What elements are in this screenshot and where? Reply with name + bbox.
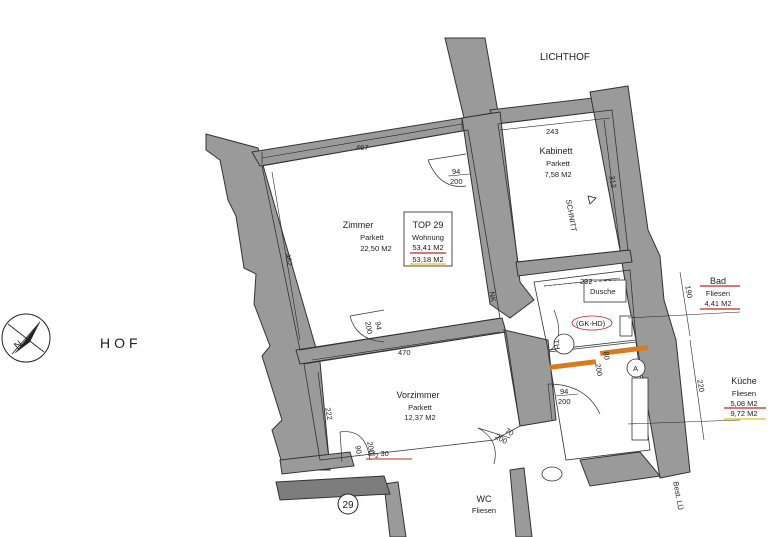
- wall-bottom-left: [279, 451, 355, 475]
- dusche-label: Dusche: [590, 287, 615, 296]
- dim-kueche-height: 220: [695, 379, 706, 393]
- compass: N: [1, 313, 51, 363]
- dim-bad-width: 232: [580, 277, 593, 286]
- door-vorzimmer-kitchen: [547, 383, 601, 415]
- wall-wc-left: [383, 481, 407, 537]
- vorzimmer-floor: Parkett: [408, 403, 433, 412]
- door-wc: [477, 427, 496, 465]
- kabinett-floor: Parkett: [546, 159, 571, 168]
- schnitt-marker-icon: [587, 195, 597, 205]
- dim-door-94-c: 94: [560, 387, 568, 396]
- zimmer-floor: Parkett: [360, 233, 385, 242]
- ei-subscript: 2: [375, 454, 379, 460]
- apartment-type: Wohnung: [412, 233, 444, 242]
- vorzimmer-area: 12,37 M2: [404, 413, 435, 422]
- unit-number: 29: [342, 500, 354, 511]
- dim-door-94-b: 94: [373, 321, 383, 331]
- walls: [205, 37, 691, 537]
- dim-vorzimmer-width: 470: [398, 348, 411, 357]
- orange-threshold-right: [599, 345, 649, 356]
- dim-door-94-a: 94: [452, 167, 460, 176]
- ei-suffix: 30: [380, 449, 388, 458]
- zimmer-area: 22,50 M2: [360, 244, 391, 253]
- dim-door-200-a: 200: [450, 177, 463, 186]
- dim-bad-height: 190: [683, 285, 694, 299]
- wall-zimmer-bottom: [295, 317, 507, 365]
- dim-kabinett-height: 312: [607, 175, 618, 189]
- wall-vorzimmer-right: [503, 329, 557, 427]
- labels: HOF LICHTHOF Zimmer Parkett 22,50 M2 TOP…: [100, 52, 766, 515]
- th-label: TH: [551, 339, 562, 350]
- wall-north-block: [444, 37, 499, 119]
- gk-hd-label: (GK-HD): [576, 319, 606, 328]
- zimmer-outline: [261, 129, 501, 351]
- wall-bottom-right: [579, 451, 661, 487]
- appliance-a: [626, 358, 646, 378]
- wc-name: WC: [477, 494, 492, 504]
- kabinett-name: Kabinett: [539, 146, 573, 156]
- wc-floor: Fliesen: [472, 506, 496, 515]
- vorzimmer-name: Vorzimmer: [396, 390, 439, 400]
- dim-vorzimmer-height: 222: [323, 407, 334, 421]
- bad-floor: Fliesen: [706, 289, 730, 298]
- outer-wall-right: [589, 85, 691, 479]
- outer-wall-left: [205, 133, 331, 471]
- wall-central: [461, 111, 535, 319]
- kueche-area1: 5,08 M2: [730, 399, 757, 408]
- apartment-area1: 53,41 M2: [412, 243, 443, 252]
- zimmer-name: Zimmer: [343, 220, 374, 230]
- apartment-name: TOP 29: [413, 220, 444, 230]
- dimension-lines: [261, 117, 705, 453]
- unit-number-circle: [337, 493, 359, 515]
- dim-door-200-f: 200: [593, 363, 604, 377]
- kabinett-area: 7,58 M2: [544, 170, 571, 179]
- kueche-area2: 9,72 M2: [730, 409, 757, 418]
- toilet: [541, 466, 563, 482]
- room-outlines: [261, 109, 651, 461]
- door-entrance: [339, 431, 371, 461]
- kueche-floor: Fliesen: [732, 389, 756, 398]
- vorzimmer-outline: [303, 331, 521, 461]
- fixtures: [541, 279, 649, 482]
- a-label: A: [633, 364, 638, 373]
- bestand-label: Best. LÜ: [671, 481, 685, 511]
- doors: [339, 153, 601, 465]
- dim-door-70: 70: [504, 426, 516, 438]
- orange-threshold-left: [549, 359, 597, 370]
- lightwell-label: LICHTHOF: [540, 52, 590, 63]
- apartment-area2: 53,18 M2: [412, 255, 443, 264]
- schnitt-label: SCHNITT: [564, 199, 579, 233]
- shower: [583, 279, 627, 303]
- dim-door-90: 90: [353, 445, 363, 455]
- kitchen-outline: [547, 341, 651, 461]
- kabinett-outline: [497, 109, 629, 263]
- leader-lines: [627, 311, 741, 425]
- wall-bottom-strip: [275, 475, 391, 501]
- kueche-name: Küche: [731, 376, 757, 386]
- kitchen-counter: [631, 377, 649, 441]
- door-zimmer-vorzimmer: [349, 315, 385, 343]
- water-heater: [553, 333, 575, 355]
- dim-kabinett-width: 243: [546, 127, 559, 136]
- apartment-box: [403, 211, 453, 267]
- dim-zimmer-height: 462: [283, 253, 294, 267]
- dim-door-200-c: 200: [558, 397, 571, 406]
- door-zimmer-kabinett: [427, 159, 467, 187]
- dim-door-80: 80: [601, 351, 611, 361]
- bad-outline: [533, 269, 637, 351]
- bad-name: Bad: [710, 276, 726, 286]
- sink-bad: [619, 315, 633, 337]
- courtyard-label: HOF: [100, 335, 142, 351]
- wall-wc-right: [509, 467, 533, 537]
- ei-prefix: EI: [368, 449, 375, 458]
- dim-zimmer-width: 467: [356, 143, 369, 152]
- bad-area: 4,41 M2: [704, 299, 731, 308]
- dim-door-200-b: 200: [363, 321, 374, 335]
- nk-label: NK: [487, 291, 498, 303]
- dim-door-200-d: 200: [365, 441, 376, 455]
